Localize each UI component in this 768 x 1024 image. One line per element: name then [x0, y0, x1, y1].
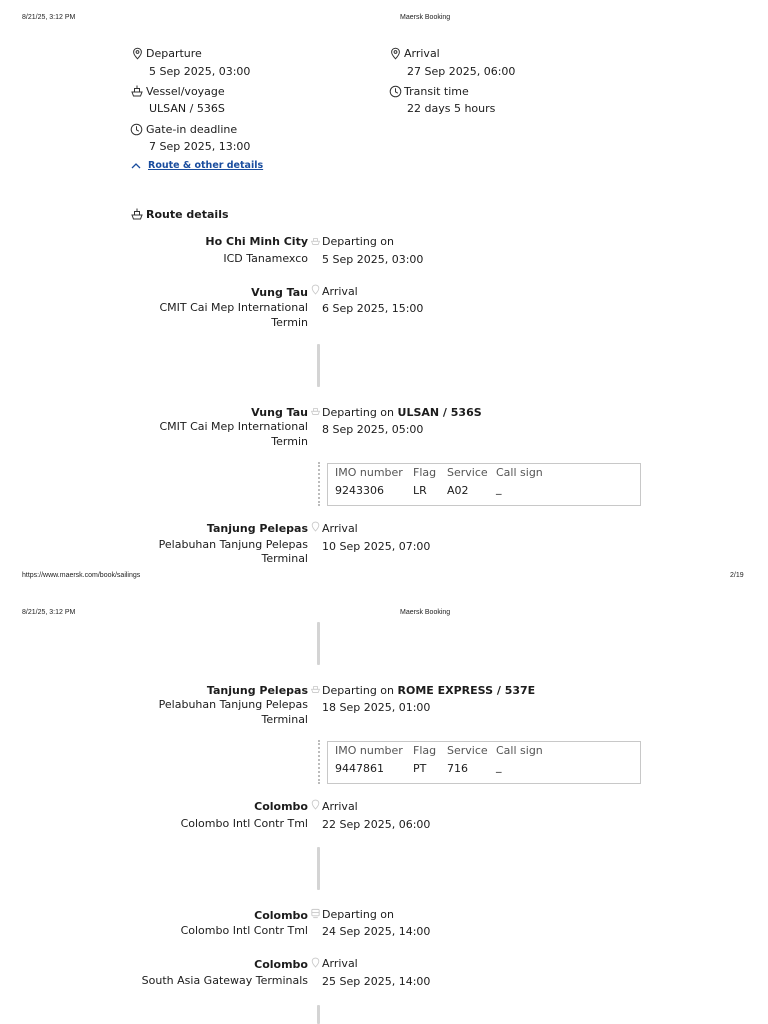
ship-icon: [310, 405, 321, 416]
vessel-info-table: [327, 463, 641, 506]
ship-icon: [130, 84, 144, 98]
chevron-up-icon[interactable]: [131, 162, 141, 170]
vessel-table-header: Service: [447, 466, 488, 479]
location-pin-icon: [310, 799, 321, 810]
stop-terminal: ICD Tanamexco: [223, 252, 308, 265]
stop-datetime: 6 Sep 2025, 15:00: [322, 302, 424, 315]
print-footer-url: https://www.maersk.com/book/sailings: [22, 572, 141, 579]
timeline-connector: [317, 1005, 320, 1024]
vessel-table-cell: 9243306: [335, 484, 384, 497]
stop-terminal: Terminal: [261, 552, 309, 565]
vessel-table-header: IMO number: [335, 466, 403, 479]
stop-event: Departing on: [322, 235, 395, 248]
stop-datetime: 22 Sep 2025, 06:00: [322, 818, 431, 831]
stop-datetime: 5 Sep 2025, 03:00: [322, 253, 424, 266]
vessel-table-cell: LR: [413, 484, 427, 497]
stop-terminal: CMIT Cai Mep International: [159, 301, 308, 314]
stop-city: Colombo: [254, 800, 308, 813]
stop-terminal: Colombo Intl Contr Tml: [180, 924, 308, 937]
stop-terminal: CMIT Cai Mep International: [159, 420, 308, 433]
clock-icon: [130, 123, 143, 136]
timeline-connector: [317, 847, 320, 890]
ship-icon: [310, 683, 321, 694]
print-header-title: Maersk Booking: [400, 609, 451, 616]
vessel-table-header: IMO number: [335, 744, 403, 757]
stop-terminal: South Asia Gateway Terminals: [141, 974, 308, 987]
vessel-table-header: Flag: [413, 466, 437, 479]
clock-icon: [389, 85, 402, 98]
vessel-table-header: Flag: [413, 744, 437, 757]
gate-in-value: 7 Sep 2025, 13:00: [149, 140, 251, 153]
stop-city: Vung Tau: [251, 406, 308, 419]
stop-event: Arrival: [322, 800, 358, 813]
location-pin-icon: [310, 521, 321, 532]
print-header-date: 8/21/25, 3:12 PM: [22, 14, 76, 21]
stop-city: Tanjung Pelepas: [206, 522, 308, 535]
timeline-connector: [318, 462, 320, 506]
stop-vessel: ULSAN / 536S: [397, 406, 482, 419]
stop-city: Colombo: [254, 909, 308, 922]
stop-datetime: 10 Sep 2025, 07:00: [322, 540, 431, 553]
location-pin-icon: [131, 47, 144, 60]
location-pin-icon: [310, 284, 321, 295]
vessel-table-header: Service: [447, 744, 488, 757]
route-details-link[interactable]: Route & other details: [148, 160, 264, 171]
timeline-connector: [318, 740, 320, 784]
location-pin-icon: [389, 47, 402, 60]
print-footer-page: 2/19: [730, 572, 744, 579]
stop-city: Tanjung Pelepas: [206, 684, 308, 697]
departure-value: 5 Sep 2025, 03:00: [149, 65, 251, 78]
vessel-value: ULSAN / 536S: [149, 102, 225, 115]
stop-event: Arrival: [322, 522, 358, 535]
stop-terminal: Pelabuhan Tanjung Pelepas: [158, 698, 308, 711]
transit-value: 22 days 5 hours: [407, 102, 496, 115]
vessel-table-cell: 9447861: [335, 762, 384, 775]
stop-event: Arrival: [322, 957, 358, 970]
rail-icon: [310, 908, 321, 919]
vessel-table-cell: _: [496, 760, 502, 773]
stop-terminal: Pelabuhan Tanjung Pelepas: [158, 538, 308, 551]
vessel-info-table: [327, 741, 641, 784]
print-header-title: Maersk Booking: [400, 14, 451, 21]
stop-datetime: 18 Sep 2025, 01:00: [322, 701, 431, 714]
stop-datetime: 25 Sep 2025, 14:00: [322, 975, 431, 988]
gate-in-label: Gate-in deadline: [146, 123, 238, 136]
stop-city: Colombo: [254, 958, 308, 971]
stop-vessel: ROME EXPRESS / 537E: [397, 684, 536, 697]
arrival-value: 27 Sep 2025, 06:00: [407, 65, 516, 78]
stop-datetime: 24 Sep 2025, 14:00: [322, 925, 431, 938]
vessel-table-cell: A02: [447, 484, 469, 497]
stop-event: Arrival: [322, 285, 358, 298]
location-pin-icon: [310, 957, 321, 968]
stop-terminal: Termin: [271, 316, 308, 329]
departure-label: Departure: [146, 47, 202, 60]
route-details-heading: Route details: [146, 208, 229, 221]
timeline-connector: [317, 344, 320, 387]
stop-event-row: Departing on ROME EXPRESS / 537E: [322, 683, 535, 698]
stop-city: Vung Tau: [251, 286, 308, 299]
print-header-date: 8/21/25, 3:12 PM: [22, 609, 76, 616]
transit-label: Transit time: [404, 85, 469, 98]
vessel-table-cell: PT: [413, 762, 427, 775]
vessel-label: Vessel/voyage: [146, 85, 225, 98]
stop-event: Departing on: [322, 406, 398, 419]
vessel-table-cell: 716: [447, 762, 468, 775]
stop-datetime: 8 Sep 2025, 05:00: [322, 423, 424, 436]
vessel-table-cell: _: [496, 482, 502, 495]
stop-terminal: Termin: [271, 435, 308, 448]
stop-event: Departing on: [322, 684, 398, 697]
stop-event-row: Departing on ULSAN / 536S: [322, 405, 482, 420]
stop-terminal: Terminal: [261, 713, 309, 726]
stop-city: Ho Chi Minh City: [205, 235, 308, 248]
stop-terminal: Colombo Intl Contr Tml: [180, 817, 308, 830]
arrival-label: Arrival: [404, 47, 440, 60]
timeline-connector: [317, 622, 320, 665]
vessel-table-header: Call sign: [496, 744, 543, 757]
ship-icon: [130, 207, 144, 221]
stop-event: Departing on: [322, 908, 395, 921]
ship-icon: [310, 235, 321, 246]
vessel-table-header: Call sign: [496, 466, 543, 479]
